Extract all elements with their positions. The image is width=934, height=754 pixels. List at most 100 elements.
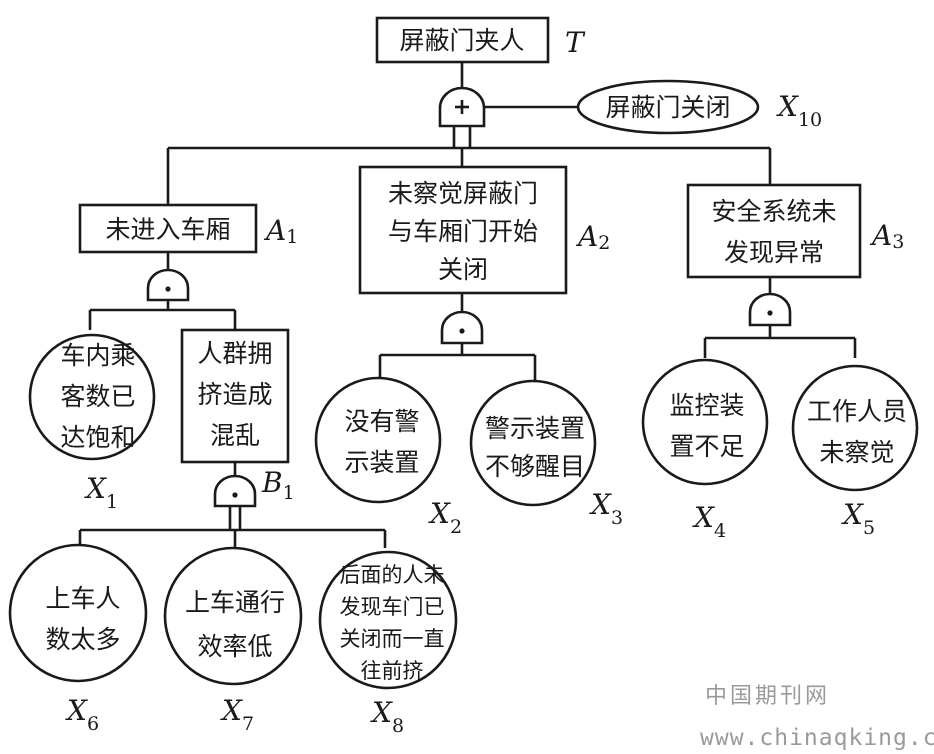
a3-id: A [869, 219, 892, 252]
svg-text:未进入车厢: 未进入车厢 [105, 215, 230, 244]
x1-id: X [84, 472, 107, 505]
a2-sub: 2 [598, 232, 610, 254]
svg-text:A3: A3 [869, 219, 904, 253]
x2-line-2: 示装置 [344, 448, 419, 477]
watermark: 中国期刊网 www.chinaqking.com [700, 684, 934, 751]
svg-text:X10: X10 [776, 90, 822, 131]
x3-sub: 3 [611, 507, 623, 529]
x7-line-2: 效率低 [197, 632, 272, 661]
x8-sub: 8 [392, 715, 404, 737]
event-b1: 人群拥 挤造成 混乱 B1 [180, 328, 295, 504]
x6-line-1: 上车人 [45, 584, 120, 613]
a1-sub: 1 [286, 226, 298, 248]
x7-line-1: 上车通行 [185, 588, 285, 617]
svg-text:工作人员: 工作人员 [807, 397, 907, 426]
x3-line-2: 不够醒目 [485, 452, 585, 481]
svg-text:未察觉: 未察觉 [819, 438, 894, 467]
x4-id: X [692, 501, 715, 534]
a3-sub: 3 [892, 231, 904, 253]
b1-line-2: 挤造成 [197, 380, 272, 409]
x8-line-4: 往前挤 [361, 659, 424, 683]
and-gate-b1 [213, 474, 257, 508]
b1-line-3: 混乱 [210, 421, 260, 450]
x4-line-2: 置不足 [669, 432, 744, 461]
and-gate-a2 [440, 310, 484, 345]
x1-line-3: 达饱和 [60, 423, 135, 452]
svg-text:车内乘: 车内乘 [60, 341, 135, 370]
event-x2: 没有警 示装置 X2 [314, 376, 462, 538]
event-a1: 未进入车厢 A1 [78, 203, 298, 254]
x5-sub: 5 [863, 517, 875, 539]
x10-id: X [776, 90, 799, 123]
svg-text:警示装置: 警示装置 [485, 414, 585, 443]
svg-text:示装置: 示装置 [344, 448, 419, 477]
x3-id: X [589, 488, 612, 521]
svg-text:X1: X1 [84, 472, 118, 513]
connector-lines [78, 62, 857, 548]
x5-line-1: 工作人员 [807, 397, 907, 426]
x10-line-1: 屏蔽门关闭 [605, 93, 730, 122]
x6-id: X [65, 694, 88, 727]
event-a2: 未察觉屏蔽门 与车厢门开始 关闭 A2 [358, 165, 610, 295]
svg-text:监控装: 监控装 [669, 391, 744, 420]
top-event-line-1: 屏蔽门夹人 [399, 26, 524, 55]
top-event-box: 屏蔽门夹人 T [375, 16, 586, 64]
svg-text:后面的人未: 后面的人未 [340, 563, 445, 587]
a1-id: A [263, 214, 286, 247]
event-x7: 上车通行 效率低 X7 [163, 546, 303, 735]
svg-text:安全系统未: 安全系统未 [711, 197, 836, 226]
svg-text:置不足: 置不足 [669, 432, 744, 461]
svg-text:往前挤: 往前挤 [361, 659, 424, 683]
or-gate-top [438, 86, 486, 128]
svg-text:屏蔽门关闭: 屏蔽门关闭 [605, 93, 730, 122]
watermark-url: www.chinaqking.com [700, 725, 934, 751]
a3-line-1: 安全系统未 [711, 197, 836, 226]
svg-text:X8: X8 [370, 696, 404, 737]
event-x5: 工作人员 未察觉 X5 [791, 364, 919, 539]
watermark-site-name: 中国期刊网 [705, 684, 830, 709]
svg-text:效率低: 效率低 [197, 632, 272, 661]
x3-line-1: 警示装置 [485, 414, 585, 443]
event-x6: 上车人 数太多 X6 [8, 543, 148, 735]
svg-text:X7: X7 [220, 694, 254, 735]
svg-text:T: T [565, 26, 586, 59]
x7-id: X [220, 694, 243, 727]
b1-sub: 1 [283, 482, 295, 504]
svg-text:A1: A1 [263, 214, 298, 248]
svg-text:X6: X6 [65, 694, 99, 735]
x6-sub: 6 [87, 713, 99, 735]
x4-line-1: 监控装 [669, 391, 744, 420]
svg-text:www.chinaqking.com: www.chinaqking.com [700, 725, 934, 751]
x8-line-3: 关闭而一直 [340, 627, 445, 651]
b1-line-1: 人群拥 [197, 339, 272, 368]
svg-text:人群拥: 人群拥 [197, 339, 272, 368]
svg-text:X3: X3 [589, 488, 623, 529]
x8-line-2: 发现车门已 [340, 595, 445, 619]
svg-text:客数已: 客数已 [60, 382, 135, 411]
and-gate-a1 [146, 268, 190, 302]
svg-text:屏蔽门夹人: 屏蔽门夹人 [399, 26, 524, 55]
svg-text:X5: X5 [841, 498, 875, 539]
x1-sub: 1 [106, 491, 118, 513]
svg-text:发现异常: 发现异常 [724, 238, 824, 267]
event-x3: 警示装置 不够醒目 X3 [469, 379, 623, 529]
svg-text:与车厢门开始: 与车厢门开始 [388, 217, 538, 246]
x1-line-1: 车内乘 [60, 341, 135, 370]
x5-id: X [841, 498, 864, 531]
event-x4: 监控装 置不足 X4 [641, 358, 769, 542]
a3-line-2: 发现异常 [724, 238, 824, 267]
x4-sub: 4 [714, 520, 726, 542]
svg-text:挤造成: 挤造成 [197, 380, 272, 409]
x8-line-1: 后面的人未 [340, 563, 445, 587]
svg-text:上车通行: 上车通行 [185, 588, 285, 617]
a2-id: A [575, 220, 598, 253]
x2-line-1: 没有警 [344, 407, 419, 436]
event-x8: 后面的人未 发现车门已 关闭而一直 往前挤 X8 [318, 550, 458, 737]
x2-sub: 2 [450, 516, 462, 538]
svg-text:关闭而一直: 关闭而一直 [340, 627, 445, 651]
svg-text:X2: X2 [428, 497, 462, 538]
a2-line-1: 未察觉屏蔽门 [388, 179, 538, 208]
a1-line-1: 未进入车厢 [105, 215, 230, 244]
svg-text:未察觉屏蔽门: 未察觉屏蔽门 [388, 179, 538, 208]
